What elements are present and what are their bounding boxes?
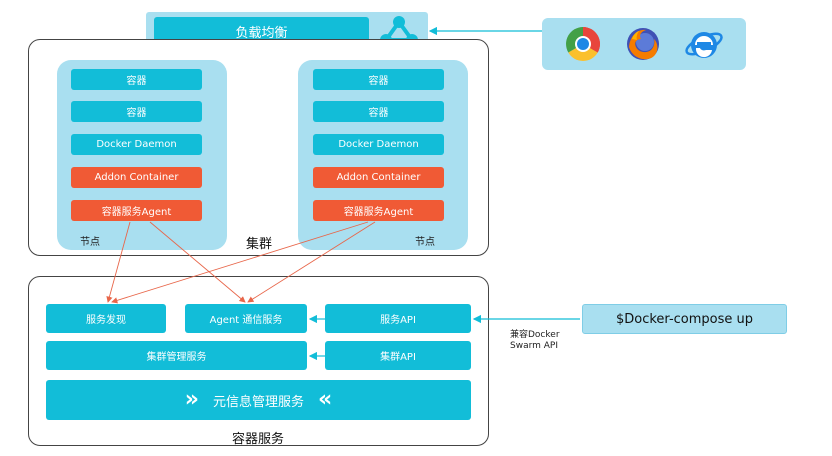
addon-container-block: Addon Container: [313, 167, 444, 188]
docker-daemon-block: Docker Daemon: [71, 134, 202, 155]
container-block: 容器: [313, 69, 444, 90]
service-agent-block: 容器服务Agent: [313, 200, 444, 221]
compose-command-box: $Docker-compose up: [582, 304, 787, 334]
container-block: 容器: [313, 101, 444, 122]
docker-daemon-block: Docker Daemon: [313, 134, 444, 155]
chevron-right-icon: »: [184, 387, 199, 412]
container-block: 容器: [71, 101, 202, 122]
service-discovery-block: 服务发现: [46, 304, 166, 333]
container-block: 容器: [71, 69, 202, 90]
firefox-icon: [624, 25, 662, 63]
cluster-mgmt-block: 集群管理服务: [46, 341, 307, 370]
cluster-label: 集群: [246, 237, 273, 252]
compat-note: 兼容Docker Swarm API: [510, 330, 560, 351]
chrome-icon: [564, 25, 602, 63]
load-balancer-label: 负载均衡: [235, 25, 288, 41]
container-service-label: 容器服务: [232, 432, 285, 447]
service-api-block: 服务API: [325, 304, 471, 333]
metadata-mgmt-label: 元信息管理服务: [212, 394, 304, 410]
agent-comm-block: Agent 通信服务: [185, 304, 307, 333]
ie-icon: [684, 25, 724, 63]
chevron-left-icon: «: [318, 387, 333, 412]
node-label: 节点: [80, 237, 100, 248]
cluster-api-block: 集群API: [325, 341, 471, 370]
metadata-mgmt-block: » 元信息管理服务 «: [46, 380, 471, 420]
service-agent-block: 容器服务Agent: [71, 200, 202, 221]
addon-container-block: Addon Container: [71, 167, 202, 188]
node-label: 节点: [415, 237, 435, 248]
